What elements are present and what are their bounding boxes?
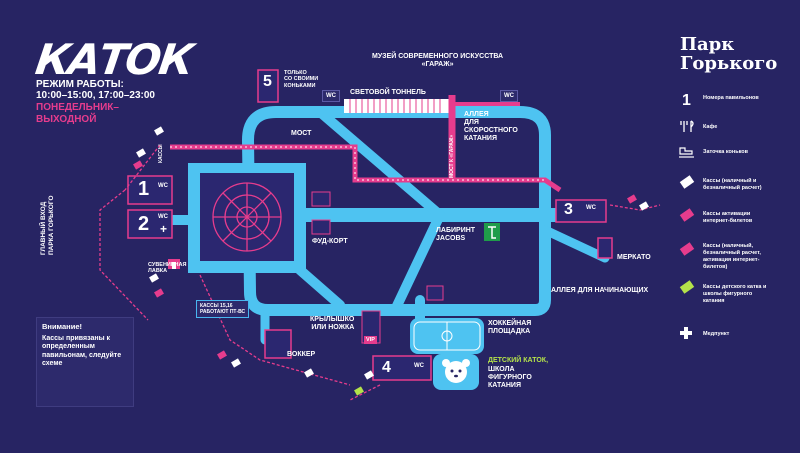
legend-medical: Медпункт: [703, 331, 730, 337]
hours-value: 10:00–15:00, 17:00–23:00: [36, 90, 155, 101]
katok-logo: КАТОК: [32, 35, 196, 84]
wings-legs-label: КРЫЛЫШКО ИЛИ НОЖКА: [310, 316, 355, 332]
ticket-icon-combo: [679, 242, 695, 256]
vokker-label: ВОККЕР: [287, 351, 316, 358]
park-name: Парк Горького: [680, 34, 778, 74]
ticket-icon-green: [679, 280, 695, 294]
warning-text: Кассы привязаны к определенным павильона…: [42, 335, 122, 368]
tunnel-label: СВЕТОВОЙ ТОННЕЛЬ: [350, 89, 426, 96]
main-loop-path: [242, 106, 551, 316]
kids-rink: [433, 354, 479, 390]
legend-sharpening: Заточка коньков: [703, 149, 749, 155]
legend-number-icon: 1: [682, 92, 691, 109]
legend-kassy-cash: Кассы (наличный и безналичный расчет): [703, 178, 762, 191]
warning-box: [36, 317, 134, 407]
pavilion-4: 4: [382, 359, 391, 376]
bridge-label: МОСТ: [291, 130, 312, 137]
museum-label: МУЗЕЙ СОВРЕМЕННОГО ИСКУССТВА «ГАРАЖ»: [372, 53, 504, 69]
kids-rink-label: ДЕТСКИЙ КАТОК,: [488, 357, 549, 364]
pavilion-blocks: [127, 69, 613, 381]
legend-pavilions: Номера павильонов: [703, 95, 759, 101]
dome-icon: [212, 182, 282, 252]
wc-pavilion-1: WC: [158, 183, 168, 189]
bridges: [170, 95, 562, 193]
ticket-icon-white: [679, 175, 695, 189]
pavilion-2: 2: [138, 213, 150, 235]
wc-north-west: WC: [322, 90, 340, 102]
medical-cross-marker: +: [160, 222, 168, 236]
light-tunnel: [344, 99, 449, 113]
souvenir-label: СУВЕНИРНАЯ ЛАВКА: [148, 262, 187, 275]
bridge-path: [170, 144, 562, 193]
map-ticket-icons: [133, 126, 649, 396]
kassy-label: КАССЫ: [158, 144, 164, 163]
diagonal-sw: [295, 265, 345, 310]
medical-cross-icon: [680, 327, 692, 339]
vip-badge: VIP: [364, 336, 377, 344]
own-skates-label: ТОЛЬКО СО СВОИМИ КОНЬКАМИ: [284, 70, 319, 89]
legend-kassy-activation: Кассы активации интернет-билетов: [703, 211, 753, 224]
beginners-alley-label: АЛЛЕЯ ДЛЯ НАЧИНАЮЩИХ: [551, 287, 649, 294]
merkato-label: МЕРКАТО: [617, 254, 651, 261]
wc-pavilion-2: WC: [158, 214, 168, 220]
pavilion-5: 5: [263, 73, 272, 90]
warning-title: Внимание!: [42, 322, 82, 331]
kassy-note: КАССЫ 15,16 РАБОТАЮТ ПТ-ВС: [196, 300, 250, 318]
legend-kassy-combo: Кассы (наличный, безналичный расчет, акт…: [703, 243, 761, 270]
food-court-label: ФУД-КОРТ: [312, 238, 348, 245]
labyrinth-label: ЛАБИРИНТ JACOBS: [436, 227, 476, 243]
hockey-label: ХОККЕЙНАЯ ПЛОЩАДКА: [488, 320, 532, 336]
legend-icons: [679, 120, 695, 339]
legend-cafe: Кафе: [703, 124, 718, 130]
closed-day: ПОНЕДЕЛЬНИК– ВЫХОДНОЙ: [36, 102, 119, 125]
wc-pavilion-4: WC: [414, 363, 424, 369]
pavilion-1: 1: [138, 178, 150, 200]
ticket-icon-pink: [679, 208, 695, 222]
hours-title: РЕЖИМ РАБОТЫ:: [36, 79, 124, 90]
wc-north-east: WC: [500, 90, 518, 102]
legend-kassy-kids: Кассы детского катка и школы фигурного к…: [703, 284, 767, 304]
diagonal-north: [315, 107, 445, 220]
bridge-dashes: [170, 146, 545, 181]
path-merkato: [540, 225, 610, 263]
diagonal-south: [390, 210, 445, 315]
hockey-rink: [410, 318, 484, 354]
wc-pavilion-3: WC: [586, 205, 596, 211]
kids-school-label: ШКОЛА ФИГУРНОГО КАТАНИЯ: [488, 366, 532, 390]
skate-sharpening-icon: [679, 147, 694, 158]
food-court-cafes: [311, 191, 444, 344]
cafe-icon: [680, 120, 694, 132]
garage-bridge-label: МОСТ К «ГАРАЖ»: [449, 134, 455, 178]
fast-alley-label: АЛЛЕЯ ДЛЯ СКОРОСТНОГО КАТАНИЯ: [464, 111, 518, 143]
pavilion-3: 3: [564, 201, 573, 218]
main-entrance-label: ГЛАВНЫЙ ВХОД ПАРКА ГОРЬКОГО: [40, 195, 55, 255]
